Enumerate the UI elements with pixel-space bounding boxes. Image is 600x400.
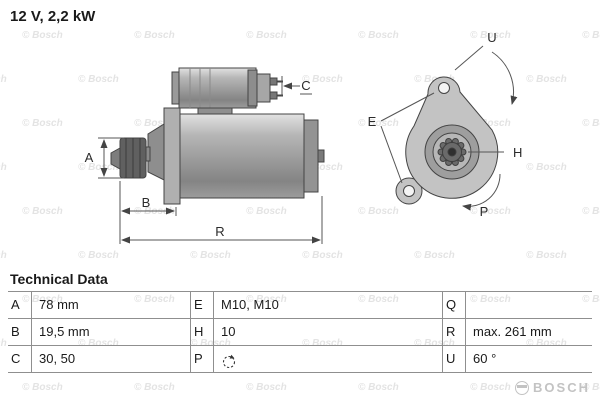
spec-value-a: 78 mm [32,292,190,319]
watermark-text: © Bosch [358,382,399,393]
dimension-lines [98,76,323,244]
spec-key-u: U [442,346,466,373]
spec-key-e: E [190,292,214,319]
spec-value-b: 19,5 mm [32,319,190,346]
spec-value-r: max. 261 mm [466,319,592,346]
dim-label-c: C [301,78,310,93]
spec-key-q: Q [442,292,466,319]
spec-value-q [466,292,592,319]
spec-value-h: 10 [214,319,442,346]
dim-label-h: H [513,145,522,160]
dim-label-a: A [85,150,94,165]
bosch-logo-text: BOSCH [533,380,590,395]
clockwise-rotation-icon [222,354,236,369]
technical-data-section: Technical Data A 78 mm E M10, M10 Q B 19… [0,271,600,373]
spec-value-p [214,346,442,373]
dim-label-r: R [215,224,224,239]
spec-value-e: M10, M10 [214,292,442,319]
spec-key-p: P [190,346,214,373]
rear-view [395,76,499,205]
spec-key-h: H [190,319,214,346]
spec-key-c: C [8,346,32,373]
dim-label-b: B [142,195,151,210]
technical-data-heading: Technical Data [10,271,108,287]
side-view [110,67,325,205]
dim-label-e: E [368,114,377,129]
spec-value-u: 60 ° [466,346,592,373]
bosch-logo-icon [515,380,530,395]
spec-key-b: B [8,319,32,346]
dim-label-u: U [487,30,496,45]
spec-key-a: A [8,292,32,319]
dim-label-p: P [480,204,489,219]
product-spec-title: 12 V, 2,2 kW [10,8,96,25]
technical-drawing: A B R C [85,30,522,244]
watermark-text: © Bosch [22,382,63,393]
watermark-text: © Bosch [470,382,511,393]
spec-key-r: R [442,319,466,346]
watermark-text: © Bosch [246,382,287,393]
spline-gear [437,138,467,166]
bosch-logo: BOSCH [515,380,590,395]
watermark-text: © Bosch [134,382,175,393]
technical-data-table: A 78 mm E M10, M10 Q B 19,5 mm H 10 R ma… [8,291,592,373]
spec-value-c: 30, 50 [32,346,190,373]
rear-view-leaders [380,45,518,211]
